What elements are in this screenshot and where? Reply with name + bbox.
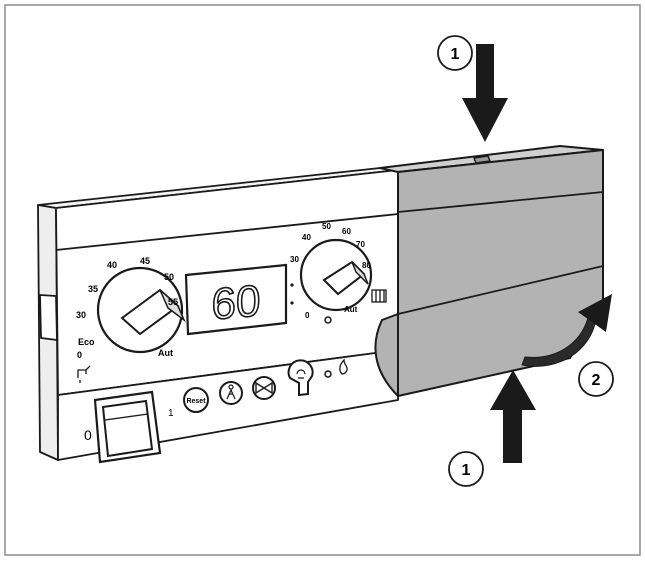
bow-tie-icon <box>255 381 273 395</box>
service-plug-icon <box>296 369 306 379</box>
button-row: Reset <box>183 358 348 413</box>
panel-top-line <box>55 213 399 251</box>
callout-top-circle <box>437 35 473 71</box>
press-arrow-bottom-head <box>490 370 536 410</box>
callout-rotate-label: 2 <box>592 372 601 389</box>
chimney-sweep-icon <box>226 384 236 400</box>
callout-bottom-label: 1 <box>462 462 471 479</box>
right-dial-tick-70: 70 <box>356 240 365 249</box>
left-dial-aut-label: Aut <box>158 348 173 358</box>
cover-line-2 <box>397 265 604 315</box>
reset-button-ring <box>183 387 209 413</box>
rotate-arrow <box>521 294 612 367</box>
callout-bottom-circle <box>448 451 484 487</box>
status-lamp <box>324 370 332 378</box>
press-arrow-bottom-shaft <box>503 408 522 463</box>
cover-latch <box>473 155 491 164</box>
reset-button-label: Reset <box>186 398 206 405</box>
hot-water-tap-icon <box>77 365 91 383</box>
press-arrow-top <box>462 44 508 142</box>
right-dial-tick-80: 80 <box>362 261 371 270</box>
left-dial-tick-50: 50 <box>164 272 174 282</box>
bypass-button[interactable] <box>252 376 276 400</box>
callout-bottom: 1 <box>448 451 484 487</box>
press-arrow-top-shaft <box>476 44 494 100</box>
radiator-icon <box>371 289 387 303</box>
right-temperature-dial[interactable]: 0 30 40 50 60 70 80 Aut <box>290 222 387 324</box>
service-connector[interactable] <box>287 359 314 397</box>
left-dial-tick-35: 35 <box>88 284 98 294</box>
callout-top-label: 1 <box>451 46 460 63</box>
right-dial-tick-60: 60 <box>342 227 351 236</box>
display-value: 60 <box>212 276 261 329</box>
right-dial-tick-40: 40 <box>302 233 311 242</box>
left-dial-knob-side <box>159 289 186 323</box>
front-cover[interactable] <box>374 145 604 397</box>
callout-top: 1 <box>437 35 473 71</box>
switch-rocker-edge <box>104 413 149 421</box>
burner-flame-icon <box>339 358 348 375</box>
display-window <box>184 263 288 336</box>
right-dial-knob-side <box>351 261 369 285</box>
switch-on-label: 1 <box>168 408 174 419</box>
callout-rotate-circle <box>578 361 614 397</box>
right-dial-aut-label: Aut <box>344 305 358 314</box>
display-dot-lower <box>290 301 294 305</box>
callout-rotate: 2 <box>578 361 614 397</box>
left-dial-tick-40: 40 <box>107 260 117 270</box>
rotate-arrow-head <box>578 294 612 332</box>
right-dial-tick-50: 50 <box>322 222 331 231</box>
panel-bracket <box>39 294 58 341</box>
reset-button[interactable]: Reset <box>183 387 209 413</box>
chimney-sweep-button[interactable] <box>219 381 243 405</box>
right-dial-tick-0: 0 <box>305 311 310 320</box>
cover-hinge-curl <box>374 313 399 397</box>
switch-off-label: 0 <box>84 427 92 443</box>
display-dot-upper <box>290 283 294 287</box>
left-dial-tick-30: 30 <box>76 310 86 320</box>
left-dial-eco-label: Eco <box>78 337 95 347</box>
cover-line-1 <box>397 191 604 213</box>
digital-display: 60 <box>184 263 294 336</box>
press-arrow-bottom <box>490 370 536 463</box>
right-dial-frost-icon <box>324 316 332 324</box>
left-dial-tick-0: 0 <box>77 350 82 360</box>
left-dial-tick-55: 55 <box>168 297 178 307</box>
press-arrow-top-head <box>462 98 508 142</box>
left-temperature-dial[interactable]: 0 30 35 40 45 50 55 Eco Aut <box>76 256 186 383</box>
main-power-switch[interactable]: 0 1 <box>84 390 174 464</box>
switch-rocker <box>101 399 154 458</box>
chimney-button-ring <box>219 381 243 405</box>
left-dial-tick-45: 45 <box>140 256 150 266</box>
right-dial-tick-30: 30 <box>290 255 299 264</box>
